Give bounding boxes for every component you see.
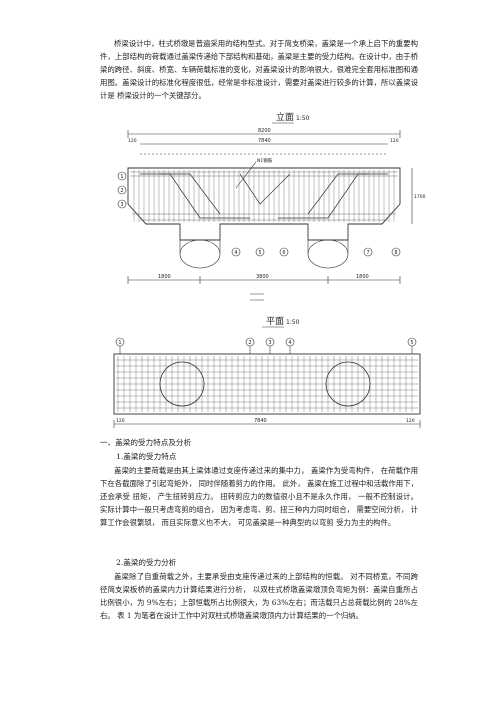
svg-text:1: 1 [120, 174, 123, 180]
dim-bottom-left: 1800 [158, 274, 171, 280]
plan-dim-left: 120 [116, 418, 125, 424]
elevation-mark: 8 [391, 247, 401, 257]
plan-title: 平面 [266, 316, 284, 327]
elevation-mark: 4 [231, 247, 241, 257]
dim-height: 1700 [414, 194, 426, 200]
dim-total: 8200 [258, 128, 271, 134]
plan-drawing: 平面 1:50 1 2 3 4 5 7840 120 120 [113, 316, 421, 428]
svg-text:5: 5 [410, 340, 413, 346]
svg-text:1: 1 [118, 340, 121, 346]
plan-mark: 1 [115, 337, 125, 354]
plan-dim-right: 120 [406, 418, 415, 424]
plan-mark: 3 [265, 337, 275, 354]
elevation-mark: 7 [363, 247, 373, 257]
section-paragraph-2: 盖梁除了自重荷载之外，主要承受由支座传递过来的上部结构的恒载。 对不同桥宽，不同… [100, 572, 418, 620]
elevation-mark: 2 [117, 185, 127, 195]
svg-text:4: 4 [288, 340, 291, 346]
elevation-title: 立面 [276, 111, 294, 123]
svg-text:6: 6 [282, 250, 285, 256]
elevation-scale: 1:50 [296, 115, 310, 122]
svg-text:5: 5 [258, 250, 261, 256]
subheading-2: 2.盖梁的受力分析 [116, 558, 177, 567]
svg-text:3: 3 [268, 340, 271, 346]
plan-scale: 1:50 [286, 319, 300, 326]
rebar-callout: N1钢筋 [257, 157, 273, 164]
plan-dim-total: 7840 [254, 418, 267, 424]
svg-text:8: 8 [394, 250, 397, 256]
svg-text:7: 7 [366, 250, 369, 256]
dim-bottom-mid: 3800 [256, 274, 269, 280]
svg-text:2: 2 [120, 188, 123, 194]
subheading-1: 1.盖梁的受力特点 [116, 452, 177, 461]
dim-inner: 7840 [258, 138, 271, 144]
elevation-drawing: 立面 1:50 8200 7840 120 120 [117, 111, 426, 301]
plan-mark: 4 [285, 337, 295, 354]
dim-left-edge: 120 [128, 138, 137, 144]
plan-mark: 5 [407, 337, 417, 354]
intro-paragraph: 桥梁设计中，柱式桥墩是普遍采用的结构型式。对于简支桥梁，盖梁是一个承上启下的重要… [100, 39, 418, 100]
svg-text:4: 4 [234, 250, 237, 256]
section-paragraph-1: 盖梁的主要荷载是由其上梁体通过支座传递过来的集中力， 盖梁作为受弯构件， 在荷载… [100, 466, 418, 527]
dim-right-edge: 120 [390, 138, 399, 144]
plan-mark: 2 [245, 337, 255, 354]
elevation-mark: 1 [117, 171, 127, 181]
svg-text:3: 3 [120, 202, 123, 208]
elevation-mark: 5 [255, 247, 265, 257]
svg-text:2: 2 [248, 340, 251, 346]
section-heading: 一、盖梁的受力特点及分析 [100, 438, 192, 447]
elevation-mark: 3 [117, 199, 127, 209]
elevation-mark: 6 [279, 247, 289, 257]
dim-bottom-right: 1800 [356, 274, 369, 280]
